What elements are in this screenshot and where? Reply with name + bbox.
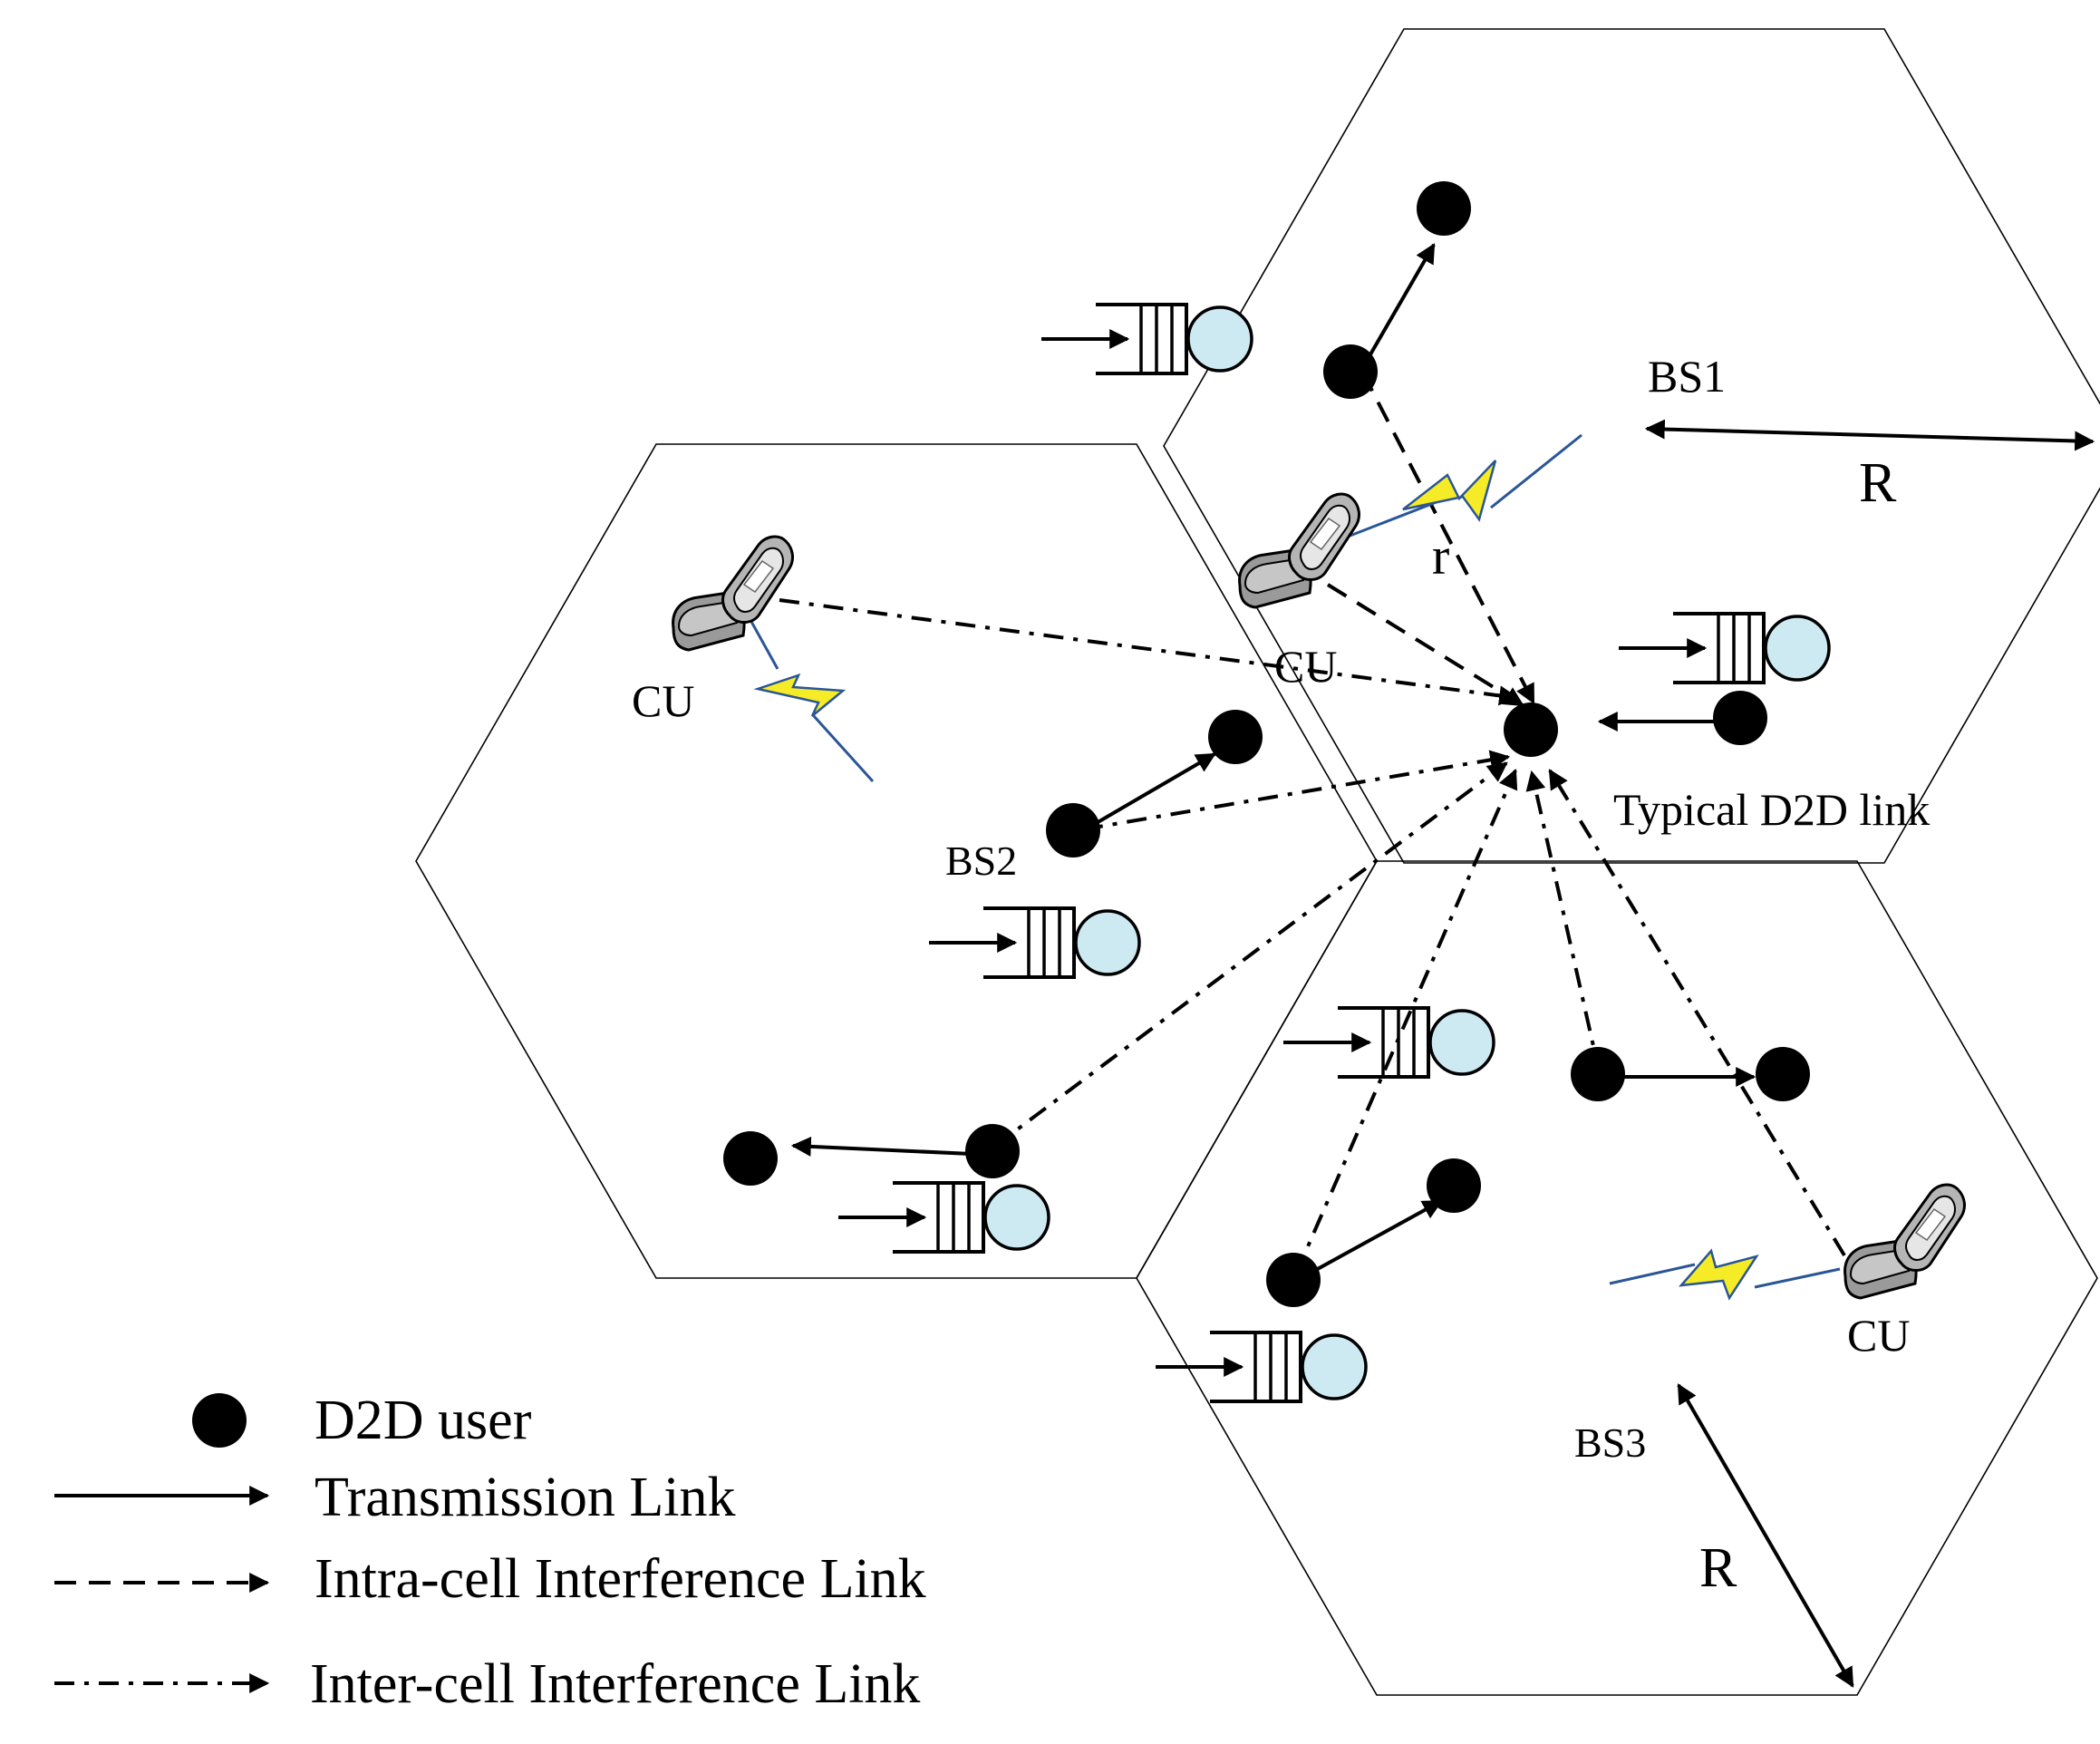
d2d-user-dot	[1571, 1047, 1625, 1101]
d2d-user-dot	[965, 1124, 1020, 1178]
d2d-user-dot	[1417, 181, 1471, 236]
bs2-label: BS2	[945, 838, 1017, 884]
legend: D2D user Transmission Link Intra-cell In…	[54, 1390, 926, 1715]
legend-inter-cell-label: Inter-cell Interference Link	[310, 1653, 920, 1715]
transmission-link	[790, 1136, 992, 1157]
radius-arrow-bottom	[1677, 1383, 1854, 1688]
base-station-bs2	[828, 673, 934, 940]
bs3-label: BS3	[1574, 1419, 1646, 1466]
cell-top	[1163, 28, 2100, 864]
inter-cell-interference-link	[1082, 750, 1511, 831]
cellular-link-bs3	[1609, 1248, 1841, 1301]
d2d-user-dot	[1266, 1253, 1321, 1307]
radius-arrow-top	[1644, 419, 2095, 451]
inter-cell-interference-link	[779, 598, 1520, 706]
queue-icon	[929, 908, 1139, 977]
legend-intra-cell-label: Intra-cell Interference Link	[315, 1548, 926, 1610]
d2d-user-dot	[1713, 691, 1767, 745]
inter-cell-interference-link	[992, 761, 1508, 1148]
d2d-user-dot	[1208, 710, 1263, 764]
bs1-label: BS1	[1648, 351, 1726, 402]
base-station-bs3	[1558, 1133, 1663, 1400]
legend-d2d-user-label: D2D user	[315, 1390, 532, 1451]
cellular-user-right	[1844, 1183, 1966, 1300]
cellular-link-bs1	[1282, 433, 1582, 564]
transmission-link	[1295, 1199, 1443, 1283]
d2d-user-dot	[1323, 344, 1378, 399]
d2d-user-dot	[1046, 803, 1100, 857]
cellular-user-left	[672, 535, 794, 652]
legend-d2d-user-icon	[192, 1393, 247, 1448]
queue-icon	[838, 1183, 1049, 1252]
radius-top-label: R	[1859, 452, 1897, 514]
inter-cell-interference-link	[1548, 769, 1846, 1257]
inter-cell-interference-link	[1294, 768, 1518, 1274]
distance-r-label: r	[1432, 527, 1449, 586]
d2d-user-dot	[1427, 1158, 1481, 1213]
inter-cell-interference-link	[1525, 770, 1602, 1075]
intra-cell-interference-link	[1360, 371, 1535, 704]
cu-left-label: CU	[632, 675, 694, 726]
cell-left	[415, 443, 1378, 1279]
queue-icon	[1283, 1008, 1494, 1077]
d2d-user-dot	[723, 1131, 778, 1186]
queue-icon	[1041, 305, 1252, 373]
typical-d2d-link-label: Typical D2D link	[1613, 784, 1930, 835]
transmission-link	[1359, 243, 1436, 373]
legend-transmission-label: Transmission Link	[315, 1467, 736, 1528]
cellular-user-top	[1238, 492, 1360, 609]
intra-cell-interference-link	[1326, 583, 1524, 707]
cu-top-label: CU	[1274, 641, 1337, 692]
d2d-user-dot	[1756, 1047, 1810, 1101]
queue-icon	[1156, 1332, 1366, 1401]
cell-bottom	[1136, 860, 2098, 1696]
queue-icon	[1619, 614, 1829, 683]
cu-right-label: CU	[1847, 1310, 1910, 1361]
d2d-user-dot	[1504, 702, 1558, 757]
radius-bottom-label: R	[1699, 1537, 1737, 1599]
transmission-link	[1076, 752, 1216, 836]
